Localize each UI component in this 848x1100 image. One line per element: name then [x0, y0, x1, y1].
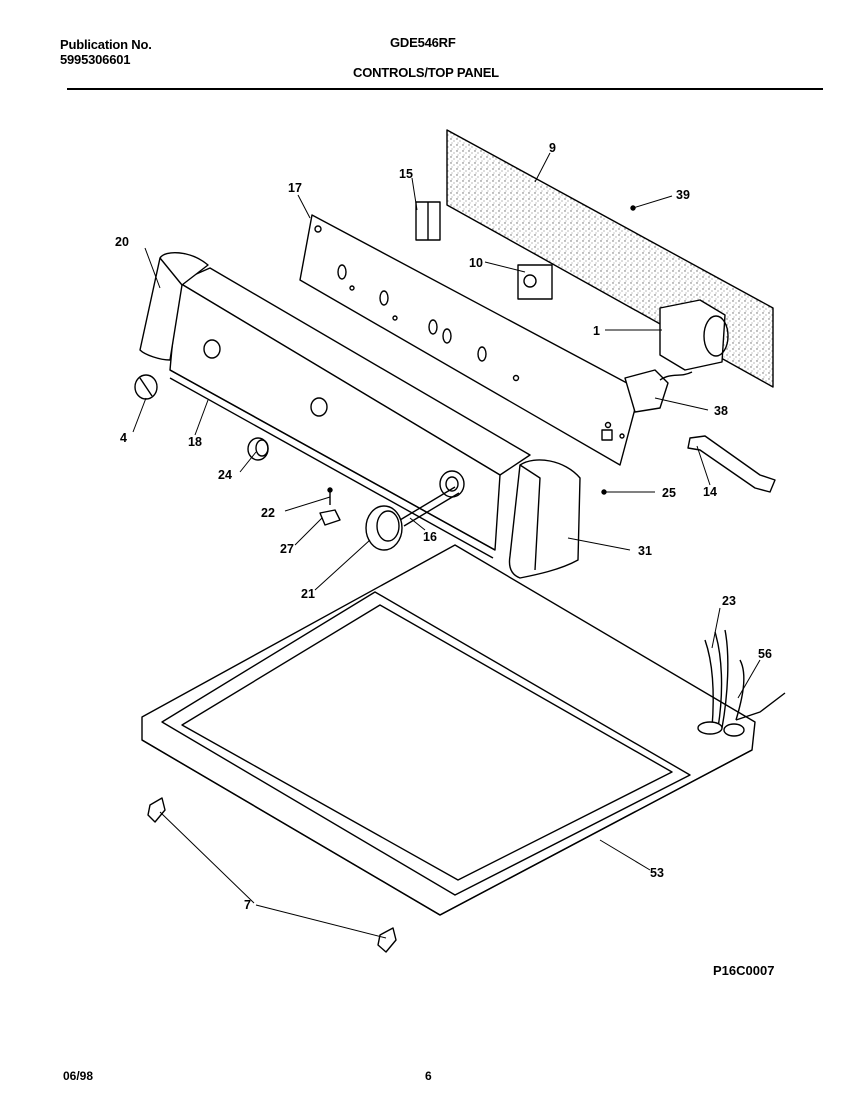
callout-53: 53 — [650, 866, 664, 880]
harness-clip-part-14 — [687, 435, 776, 493]
footer-page-number: 6 — [425, 1069, 432, 1083]
panel-back-plate-part-17 — [299, 214, 641, 466]
wire-harness-part-23 — [697, 629, 729, 735]
section-title: CONTROLS/TOP PANEL — [353, 65, 499, 80]
callout-23: 23 — [722, 594, 736, 608]
callout-56: 56 — [758, 647, 772, 661]
top-panel-part-53 — [141, 544, 756, 916]
publication-label: Publication No. — [60, 37, 152, 52]
callout-24: 24 — [218, 468, 232, 482]
callout-21: 21 — [301, 587, 315, 601]
callout-17: 17 — [288, 181, 302, 195]
publication-number: 5995306601 — [60, 52, 131, 67]
callout-25: 25 — [662, 486, 676, 500]
callout-1: 1 — [593, 324, 600, 338]
callout-16: 16 — [423, 530, 437, 544]
foot-clip-part-7-left — [147, 797, 166, 823]
callout-31: 31 — [638, 544, 652, 558]
figure-code: P16C0007 — [713, 963, 775, 978]
knob-part-4 — [134, 374, 158, 400]
callout-20: 20 — [115, 235, 129, 249]
callout-18: 18 — [188, 435, 202, 449]
callout-22: 22 — [261, 506, 275, 520]
callout-10: 10 — [469, 256, 483, 270]
callout-39: 39 — [676, 188, 690, 202]
callout-15: 15 — [399, 167, 413, 181]
screw-part-25 — [601, 489, 607, 495]
callout-4: 4 — [120, 431, 127, 445]
switch-part-15 — [415, 201, 441, 241]
header-rule — [67, 88, 823, 90]
bushing-part-24 — [247, 437, 269, 461]
callout-27: 27 — [280, 542, 294, 556]
selector-switch-part-10 — [517, 264, 553, 300]
callout-38: 38 — [714, 404, 728, 418]
right-end-cap-part-31 — [508, 459, 581, 579]
timer-part-1 — [659, 299, 729, 371]
callout-14: 14 — [703, 485, 717, 499]
screw-part-22 — [327, 487, 333, 505]
terminal-block-part-38 — [624, 369, 693, 413]
leader-lines — [132, 152, 761, 939]
foot-clip-part-7-right — [377, 927, 397, 953]
callout-labels: 1 4 7 9 10 14 15 16 17 18 20 21 22 23 24… — [115, 141, 772, 912]
clip-part-27 — [319, 509, 341, 526]
power-cord-part-56 — [723, 659, 786, 737]
callout-7: 7 — [244, 898, 251, 912]
timer-knob-part-21 — [365, 505, 403, 551]
model-number: GDE546RF — [390, 35, 456, 50]
footer-date: 06/98 — [63, 1069, 94, 1083]
control-console-part-18 — [169, 267, 531, 559]
callout-9: 9 — [549, 141, 556, 155]
